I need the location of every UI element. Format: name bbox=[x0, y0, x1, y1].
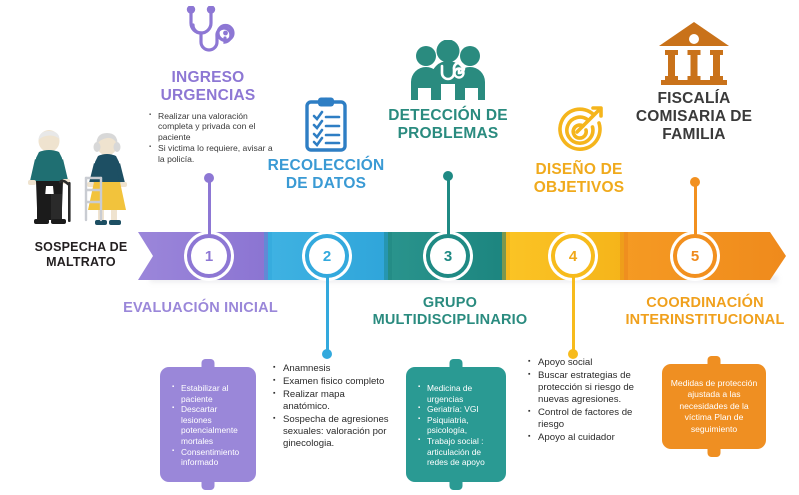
step-5-bottom-label: COORDINACIÓN INTERINSTITUCIONAL bbox=[615, 295, 795, 329]
connector-stem-2 bbox=[322, 276, 332, 359]
step-number-4: 4 bbox=[568, 247, 578, 265]
list-item: Psiquiatria, psicología, bbox=[416, 414, 496, 436]
connector-dot-5 bbox=[690, 177, 700, 187]
connector-stem-1 bbox=[204, 173, 214, 236]
connector-dot-2 bbox=[322, 349, 332, 359]
step-5-detail-text: Medidas de protección ajustada a las nec… bbox=[670, 378, 758, 434]
medical-team-icon bbox=[382, 40, 514, 102]
target-bullseye-icon bbox=[515, 104, 643, 156]
step-1-detail-box: Estabilizar al paciente Descartar lesion… bbox=[160, 367, 256, 482]
list-item: Anamnesis bbox=[272, 362, 390, 375]
step-3-title-line2: PROBLEMAS bbox=[397, 125, 499, 142]
list-item: Buscar estrategias de protección si ries… bbox=[527, 369, 655, 406]
elderly-couple-icon bbox=[6, 128, 156, 234]
step-4-title-line2: OBJETIVOS bbox=[533, 179, 625, 196]
step-2-title: RECOLECCIÓN DE DATOS bbox=[262, 157, 390, 193]
suspicion-caption: SOSPECHA DE MALTRATO bbox=[6, 240, 156, 270]
step-5-bottom-label-line1: COORDINACIÓN bbox=[646, 295, 764, 311]
list-item: Apoyo social bbox=[527, 356, 655, 369]
step-3-bottom-label-line2: MULTIDISCIPLINARIO bbox=[372, 312, 528, 328]
connector-dot-1 bbox=[204, 173, 214, 183]
step-3-bottom-label-line1: GRUPO bbox=[422, 295, 478, 311]
step-circle-4[interactable]: 4 bbox=[551, 234, 595, 278]
step-2-title-line2: DE DATOS bbox=[285, 175, 367, 192]
list-item: Realizar mapa anatómico. bbox=[272, 388, 390, 413]
step-5-bottom-label-line2: INTERINSTITUCIONAL bbox=[625, 312, 785, 328]
step-4-top-group: DISEÑO DE OBJETIVOS bbox=[515, 104, 643, 197]
list-item: Estabilizar al paciente bbox=[170, 382, 246, 404]
courthouse-icon bbox=[629, 18, 759, 86]
step-1-title-line2: URGENCIAS bbox=[160, 87, 256, 104]
step-number-2: 2 bbox=[322, 247, 332, 265]
step-5-title-line2: COMISARIA DE FAMILIA bbox=[635, 108, 753, 143]
suspicion-caption-line1: SOSPECHA DE bbox=[34, 240, 128, 254]
suspicion-caption-line2: MALTRATO bbox=[46, 255, 116, 269]
step-1-bottom-label: EVALUACIÓN INICIAL bbox=[108, 300, 293, 317]
step-number-1: 1 bbox=[204, 247, 214, 265]
list-item: Apoyo al cuidador bbox=[527, 431, 655, 444]
step-4-title: DISEÑO DE OBJETIVOS bbox=[515, 161, 643, 197]
suspicion-block: SOSPECHA DE MALTRATO bbox=[6, 128, 156, 270]
step-4-title-line1: DISEÑO DE bbox=[535, 161, 623, 178]
step-number-3: 3 bbox=[443, 247, 453, 265]
step-5-title-line1: FISCALÍA bbox=[657, 90, 731, 107]
step-3-title: DETECCIÓN DE PROBLEMAS bbox=[382, 107, 514, 143]
list-item: Trabajo social : articulación de redes d… bbox=[416, 435, 496, 468]
step-1-bullet-list: Realizar una valoración completa y priva… bbox=[143, 110, 273, 164]
list-item: Geriatría: VGI bbox=[416, 403, 496, 415]
step-1-title: INGRESO URGENCIAS bbox=[143, 69, 273, 105]
list-item: Control de factores de riesgo bbox=[527, 406, 655, 431]
step-1-bottom-label-line1: EVALUACIÓN INICIAL bbox=[123, 300, 278, 316]
connector-stem-5 bbox=[690, 177, 700, 236]
step-1-bullet: Realizar una valoración completa y priva… bbox=[149, 110, 273, 142]
step-circle-3[interactable]: 3 bbox=[426, 234, 470, 278]
list-item: Medicina de urgencias bbox=[416, 382, 496, 404]
step-5-detail-panel: Medidas de protección ajustada a las nec… bbox=[662, 364, 766, 450]
step-1-detail-panel: Estabilizar al paciente Descartar lesion… bbox=[160, 367, 256, 482]
step-5-title: FISCALÍA COMISARIA DE FAMILIA bbox=[629, 90, 759, 144]
step-3-detail-panel: Medicina de urgencias Geriatría: VGI Psi… bbox=[406, 367, 506, 482]
stethoscope-icon bbox=[143, 6, 273, 64]
step-circle-2[interactable]: 2 bbox=[305, 234, 349, 278]
step-5-top-group: FISCALÍA COMISARIA DE FAMILIA bbox=[629, 18, 759, 144]
connector-dot-4 bbox=[568, 349, 578, 359]
list-item: Descartar lesiones potencialmente mortal… bbox=[170, 403, 246, 446]
step-4-detail-list: Apoyo social Buscar estrategias de prote… bbox=[527, 356, 655, 444]
step-circle-1[interactable]: 1 bbox=[187, 234, 231, 278]
step-3-detail-list: Medicina de urgencias Geriatría: VGI Psi… bbox=[416, 382, 496, 468]
step-circle-5[interactable]: 5 bbox=[673, 234, 717, 278]
clipboard-checklist-icon bbox=[262, 96, 390, 152]
list-item: Consentimiento informado bbox=[170, 446, 246, 468]
step-2-top-group: RECOLECCIÓN DE DATOS bbox=[262, 96, 390, 193]
list-item: Examen fisico completo bbox=[272, 375, 390, 388]
step-3-title-line1: DETECCIÓN DE bbox=[388, 107, 508, 124]
step-1-bullet: Si victima lo requiere, avisar a la poli… bbox=[149, 142, 273, 164]
ribbon-shadow bbox=[150, 276, 778, 285]
step-2-detail-list: Anamnesis Examen fisico completo Realiza… bbox=[272, 362, 390, 450]
step-3-bottom-label: GRUPO MULTIDISCIPLINARIO bbox=[365, 295, 535, 329]
connector-dot-3 bbox=[443, 171, 453, 181]
step-3-top-group: DETECCIÓN DE PROBLEMAS bbox=[382, 40, 514, 143]
step-1-title-line1: INGRESO bbox=[171, 69, 245, 86]
step-number-5: 5 bbox=[690, 247, 700, 265]
list-item: Sospecha de agresiones sexuales: valorac… bbox=[272, 413, 390, 450]
step-2-detail-box: Anamnesis Examen fisico completo Realiza… bbox=[272, 362, 390, 451]
step-1-detail-list: Estabilizar al paciente Descartar lesion… bbox=[170, 382, 246, 468]
step-2-title-line1: RECOLECCIÓN bbox=[267, 157, 385, 174]
step-4-detail-box: Apoyo social Buscar estrategias de prote… bbox=[527, 356, 655, 445]
step-5-detail-box: Medidas de protección ajustada a las nec… bbox=[662, 364, 766, 450]
step-3-detail-box: Medicina de urgencias Geriatría: VGI Psi… bbox=[406, 367, 506, 482]
connector-stem-3 bbox=[443, 171, 453, 236]
step-1-top-group: INGRESO URGENCIAS Realizar una valoració… bbox=[143, 6, 273, 165]
connector-stem-4 bbox=[568, 276, 578, 359]
